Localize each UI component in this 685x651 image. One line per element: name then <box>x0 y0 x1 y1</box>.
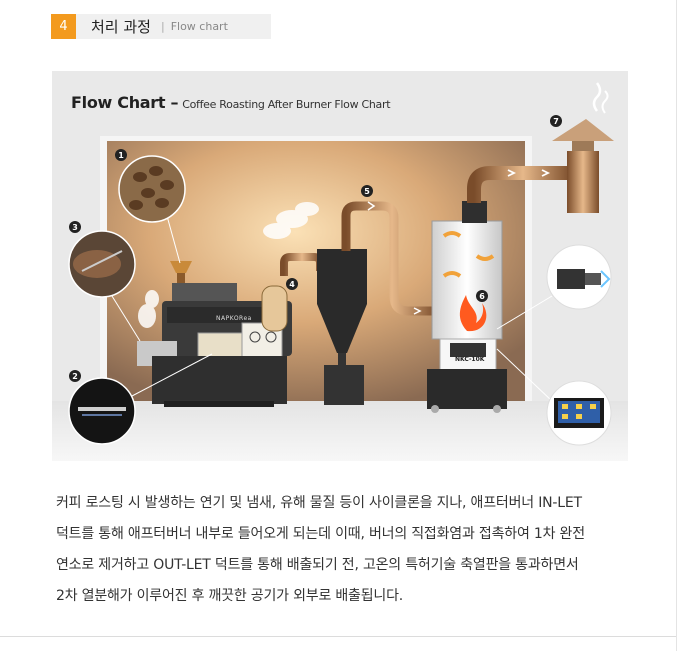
step-marker-7: 7 <box>550 115 562 127</box>
flow-chart-title: Flow Chart –Coffee Roasting After Burner… <box>71 93 391 112</box>
coffee-roaster <box>137 261 292 407</box>
process-description: 커피 로스팅 시 발생하는 연기 및 냄새, 유해 물질 등이 사이클론을 지나… <box>56 488 636 612</box>
smoke <box>138 202 319 328</box>
heat-arrow-icon <box>442 231 462 238</box>
right-border <box>676 0 677 651</box>
flow-arrow <box>367 201 376 211</box>
section-header: 4 처리 과정 Flow chart <box>51 14 271 39</box>
flame-icon <box>459 295 487 332</box>
duct-5 <box>341 201 438 316</box>
description-line: 커피 로스팅 시 발생하는 연기 및 냄새, 유해 물질 등이 사이클론을 지나… <box>56 495 582 511</box>
section-title-box: 처리 과정 Flow chart <box>76 14 271 39</box>
flow-arrow <box>541 169 551 177</box>
section-title: 처리 과정 <box>91 18 151 36</box>
burner-model-label: NKC-10K <box>455 356 485 363</box>
heat-arrow-icon <box>442 271 462 278</box>
callouts <box>68 155 612 446</box>
roaster-brand-label: NAPKORea <box>216 315 252 322</box>
chimney <box>552 82 614 213</box>
section-subtitle: Flow chart <box>161 20 228 33</box>
flow-arrow <box>507 169 517 177</box>
description-line: 덕트를 통해 애프터버너 내부로 들어오게 되는데 이때, 버너의 직접화염과 … <box>56 526 585 542</box>
after-burner <box>427 201 507 413</box>
heat-arrow-icon <box>475 254 495 261</box>
description-line: 연소로 제거하고 OUT-LET 덕트를 통해 배출되기 전, 고온의 특허기술… <box>56 557 579 573</box>
section-number-badge: 4 <box>51 14 76 39</box>
flow-arrow <box>413 307 422 315</box>
floor <box>52 401 628 461</box>
step-marker-4: 4 <box>286 278 298 290</box>
flow-chart-subtitle: Coffee Roasting After Burner Flow Chart <box>182 98 391 111</box>
cyclone <box>317 249 367 405</box>
duct-out <box>467 166 572 203</box>
step-marker-6: 6 <box>476 290 488 302</box>
steam-icon <box>601 90 609 114</box>
step-marker-3: 3 <box>69 221 81 233</box>
description-line: 2차 열분해가 이루어진 후 깨끗한 공기가 외부로 배출됩니다. <box>56 588 404 604</box>
step-marker-5: 5 <box>361 185 373 197</box>
flow-chart-title-main: Flow Chart – <box>71 93 179 112</box>
step-marker-2: 2 <box>69 370 81 382</box>
flow-chart-illustration <box>52 82 628 461</box>
step-marker-1: 1 <box>115 149 127 161</box>
flow-chart-figure: Flow Chart –Coffee Roasting After Burner… <box>52 71 628 461</box>
steam-icon <box>592 82 602 112</box>
bottom-divider <box>0 636 676 637</box>
